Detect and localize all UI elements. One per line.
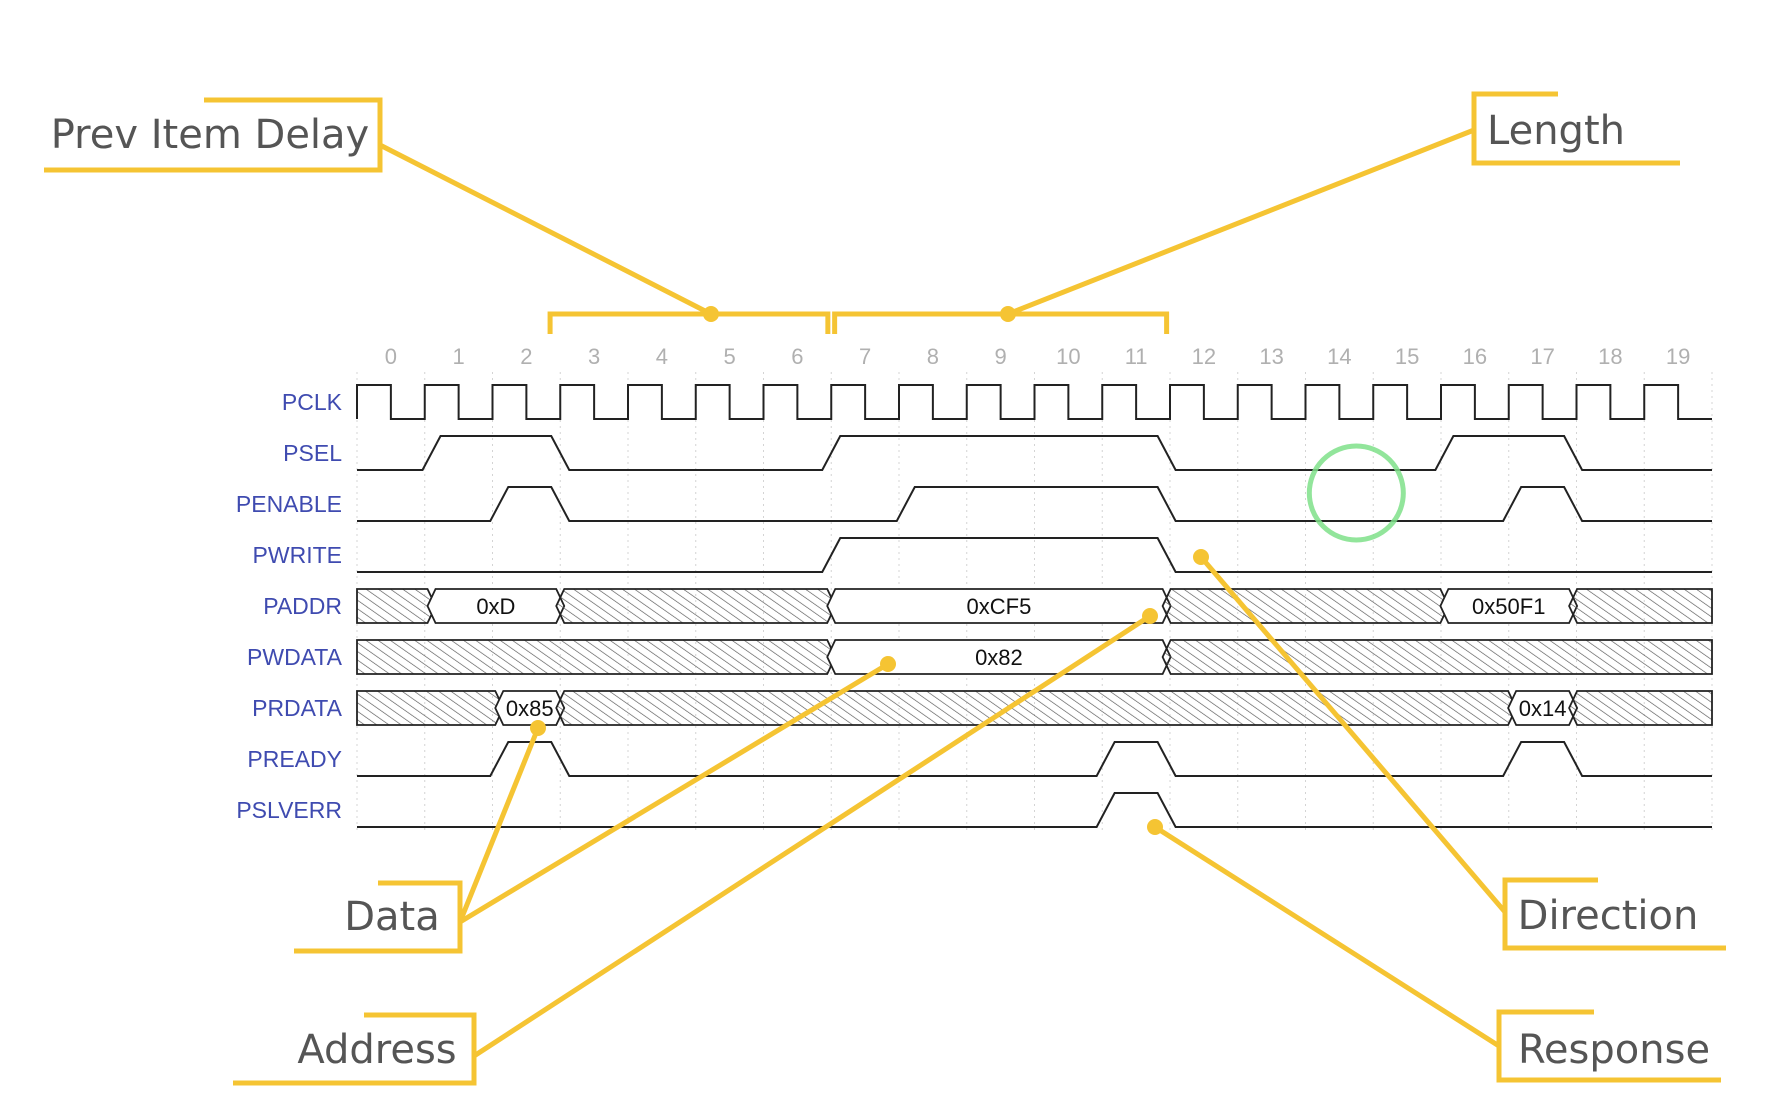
- callout-data: Data: [294, 656, 896, 954]
- callout-dot-data: [530, 720, 546, 736]
- cycle-tick-label: 16: [1463, 344, 1487, 369]
- signal-label-pclk: PCLK: [282, 389, 343, 415]
- callout-leader-prev-item-delay: [378, 142, 713, 317]
- cycle-tick-label: 15: [1395, 344, 1419, 369]
- cycle-tick-label: 0: [385, 344, 397, 369]
- callout-leader-data: [457, 727, 541, 923]
- signal-label-penable: PENABLE: [236, 491, 342, 517]
- callout-dot-length: [1000, 306, 1016, 322]
- cycle-tick-label: 7: [859, 344, 871, 369]
- delay-bracket: [547, 311, 831, 334]
- bus-value-prdata: 0x85: [506, 696, 554, 721]
- bus-value-paddr: 0x50F1: [1472, 594, 1545, 619]
- callout-response: Response: [1147, 819, 1721, 1083]
- callout-label-response: Response: [1518, 1027, 1710, 1073]
- callout-prev-item-delay: Prev Item Delay: [44, 97, 719, 322]
- cycle-tick-label: 13: [1259, 344, 1283, 369]
- signal-label-paddr: PADDR: [263, 593, 342, 619]
- bus-segment-paddr: [555, 588, 837, 624]
- bus-segment-pwdata: [356, 639, 837, 675]
- bus-value-pwdata: 0x82: [975, 645, 1023, 670]
- signal-label-prdata: PRDATA: [252, 695, 343, 721]
- cycle-tick-label: 10: [1056, 344, 1080, 369]
- callout-label-direction: Direction: [1518, 893, 1699, 939]
- bus-segment-paddr: [1568, 588, 1713, 624]
- cycle-tick-label: 11: [1125, 344, 1148, 369]
- signal-labels: PCLK PSEL PENABLE PWRITE PADDR PWDATA PRDATA PR…: [236, 389, 343, 823]
- callout-leader-data-2: [458, 661, 890, 925]
- waveform-pslverr: [357, 792, 1712, 828]
- bus-segment-paddr: [356, 588, 437, 624]
- callout-leader-direction: [1199, 555, 1507, 914]
- cycle-tick-label: 2: [520, 344, 532, 369]
- cycle-tick-label: 18: [1598, 344, 1622, 369]
- callout-dot-data-2: [880, 656, 896, 672]
- waveform-penable: [357, 486, 1712, 522]
- cycle-tick-label: 17: [1530, 344, 1554, 369]
- callout-leader-address: [472, 613, 1152, 1059]
- cycle-tick-label: 19: [1666, 344, 1690, 369]
- signal-label-psel: PSEL: [283, 440, 342, 466]
- waveform-pready: [357, 741, 1712, 777]
- callout-dot-prev-item-delay: [703, 306, 719, 322]
- bus-segment-prdata: [555, 690, 1518, 726]
- callout-frame-length: [1471, 91, 1680, 166]
- bus-segment-prdata: [356, 690, 505, 726]
- bus-value-paddr: 0xD: [476, 594, 515, 619]
- bus-segment-prdata: [1568, 690, 1713, 726]
- waveform-pclk: [356, 384, 1712, 420]
- signal-label-pslverr: PSLVERR: [236, 797, 342, 823]
- callout-leader-length: [1007, 127, 1475, 317]
- cycle-tick-label: 14: [1327, 344, 1351, 369]
- callout-label-prev-item-delay: Prev Item Delay: [51, 112, 369, 158]
- callout-frame-address: [233, 1012, 477, 1086]
- bus-segment-pwdata: [1161, 639, 1713, 675]
- waveform-pwrite: [357, 537, 1712, 573]
- cycle-tick-label: 12: [1192, 344, 1216, 369]
- cycle-tick-label: 5: [724, 344, 736, 369]
- callout-address: Address: [233, 608, 1158, 1086]
- signal-label-pwdata: PWDATA: [247, 644, 343, 670]
- cycle-tick-label: 3: [588, 344, 600, 369]
- callout-dot-direction: [1193, 549, 1209, 565]
- callout-dot-address: [1142, 608, 1158, 624]
- callout-label-length: Length: [1487, 108, 1625, 154]
- waveform-psel: [357, 435, 1712, 471]
- callout-label-address: Address: [297, 1027, 456, 1073]
- signal-label-pwrite: PWRITE: [253, 542, 342, 568]
- callout-label-data: Data: [344, 894, 440, 940]
- cycle-tick-label: 1: [453, 344, 465, 369]
- signal-label-pready: PREADY: [247, 746, 342, 772]
- cycle-tick-label: 8: [927, 344, 939, 369]
- cycle-tick-label: 6: [791, 344, 803, 369]
- callout-length: Length: [1000, 91, 1680, 322]
- cycle-tick-label: 4: [656, 344, 668, 369]
- bus-value-paddr: 0xCF5: [967, 594, 1032, 619]
- callout-direction: Direction: [1193, 549, 1726, 951]
- callout-frame-direction: [1502, 877, 1726, 951]
- callout-leader-response: [1153, 824, 1501, 1049]
- callout-frame-prev-item-delay: [44, 97, 383, 173]
- bus-value-prdata: 0x14: [1519, 696, 1567, 721]
- highlight-ring: [1306, 443, 1406, 543]
- cycle-tick-label: 9: [995, 344, 1007, 369]
- bus-segment-paddr: [1161, 588, 1450, 624]
- highlight-circle: [1306, 443, 1406, 543]
- interval-brackets: [547, 311, 1170, 334]
- callout-dot-response: [1147, 819, 1163, 835]
